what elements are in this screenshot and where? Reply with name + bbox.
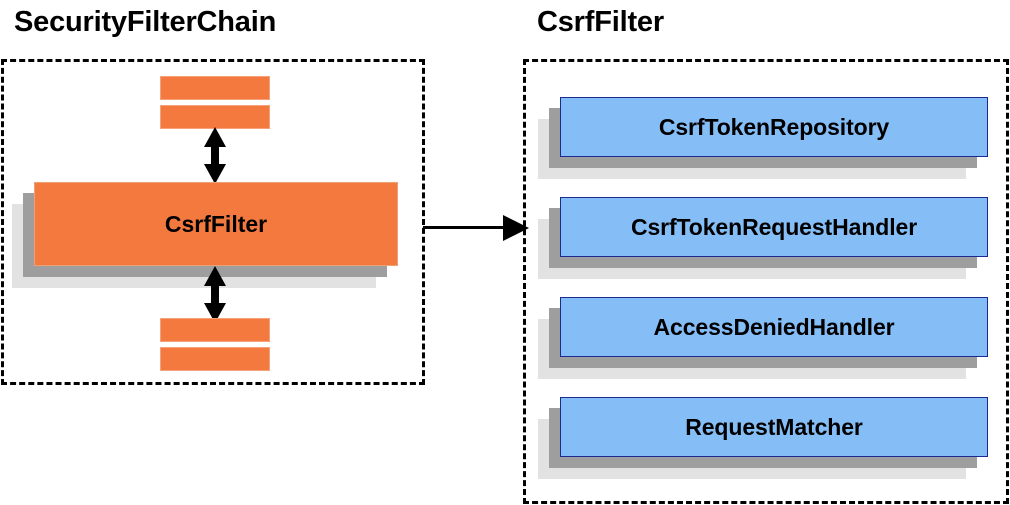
link-above-csrf-filter — [202, 127, 228, 184]
link-below-csrf-filter — [202, 266, 228, 323]
expansion-arrow — [423, 215, 529, 241]
node-csrf-token-repository[interactable]: CsrfTokenRepository — [538, 97, 988, 179]
double-arrow-vertical-icon — [204, 266, 226, 323]
filter-bar-bottom-2 — [160, 347, 270, 371]
filter-bar-top-2 — [160, 105, 270, 129]
page-title-security-filter-chain: SecurityFilterChain — [14, 6, 277, 38]
csrf-filter-label: CsrfFilter — [34, 182, 398, 266]
csrf-token-request-handler-label: CsrfTokenRequestHandler — [560, 197, 988, 257]
access-denied-handler-label: AccessDeniedHandler — [560, 297, 988, 357]
panel-security-filter-chain — [1, 59, 425, 385]
node-access-denied-handler[interactable]: AccessDeniedHandler — [538, 297, 988, 379]
request-matcher-label: RequestMatcher — [560, 397, 988, 457]
node-request-matcher[interactable]: RequestMatcher — [538, 397, 988, 479]
node-csrf-filter[interactable]: CsrfFilter — [12, 182, 398, 288]
arrow-right-icon — [423, 215, 529, 241]
double-arrow-vertical-icon — [204, 127, 226, 184]
page-title-csrf-filter: CsrfFilter — [537, 6, 664, 38]
node-csrf-token-request-handler[interactable]: CsrfTokenRequestHandler — [538, 197, 988, 279]
csrf-token-repository-label: CsrfTokenRepository — [560, 97, 988, 157]
panel-csrf-filter-detail — [523, 59, 1009, 504]
filter-bar-top-1 — [160, 76, 270, 100]
filter-bar-bottom-1 — [160, 318, 270, 342]
